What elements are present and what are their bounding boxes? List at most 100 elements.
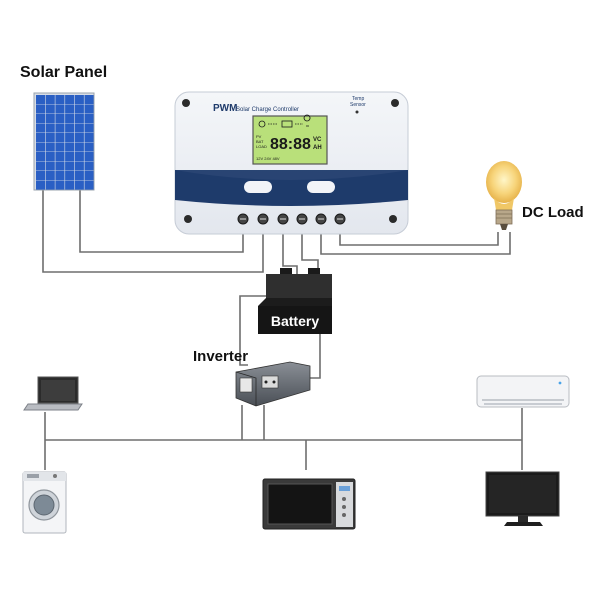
solar-cell bbox=[74, 123, 84, 133]
solar-cell bbox=[55, 114, 65, 124]
temp-sensor-label-2: Sensor bbox=[350, 102, 366, 108]
mount-hole bbox=[184, 215, 192, 223]
solar-cell bbox=[36, 114, 46, 124]
battery-mini-icon bbox=[281, 120, 293, 128]
solar-cell bbox=[36, 123, 46, 133]
solar-cell bbox=[84, 123, 94, 133]
microwave-icon bbox=[262, 478, 356, 530]
lcd-pv: PV bbox=[256, 134, 262, 139]
solar-cell bbox=[74, 161, 84, 171]
dc-load-label: DC Load bbox=[522, 204, 584, 221]
solar-cell bbox=[74, 152, 84, 162]
bulb-mini-icon bbox=[303, 114, 311, 127]
solar-cell bbox=[74, 133, 84, 143]
laptop-icon bbox=[23, 376, 83, 411]
solar-cell bbox=[65, 171, 75, 181]
solar-cell bbox=[65, 95, 75, 105]
solar-panel-label: Solar Panel bbox=[20, 64, 108, 81]
solar-cell bbox=[45, 123, 55, 133]
solar-cell bbox=[55, 104, 65, 114]
solar-cell bbox=[65, 114, 75, 124]
temp-sensor-label: Temp bbox=[352, 96, 364, 102]
battery-icon: Battery bbox=[258, 268, 332, 334]
solar-cell bbox=[84, 180, 94, 190]
lcd-voltages: 12V 24V 48V bbox=[256, 156, 280, 161]
temp-sensor-dot bbox=[355, 110, 359, 114]
solar-cell bbox=[55, 133, 65, 143]
solar-cell bbox=[45, 142, 55, 152]
solar-cell bbox=[55, 180, 65, 190]
wire-battery-a bbox=[282, 222, 298, 280]
solar-cell bbox=[65, 180, 75, 190]
solar-cell bbox=[45, 114, 55, 124]
solar-cell bbox=[36, 152, 46, 162]
solar-cell bbox=[65, 142, 75, 152]
wire-load-a bbox=[320, 222, 511, 255]
solar-cell bbox=[84, 161, 94, 171]
monitor-icon bbox=[485, 471, 560, 526]
washing-machine-icon bbox=[22, 471, 67, 534]
inverter-icon bbox=[235, 361, 311, 407]
lcd-digits: 88:88 bbox=[270, 136, 311, 153]
solar-cell bbox=[36, 142, 46, 152]
solar-cell bbox=[84, 152, 94, 162]
solar-cell bbox=[74, 171, 84, 181]
solar-cell bbox=[65, 104, 75, 114]
solar-cell bbox=[84, 104, 94, 114]
wire-solar-negative bbox=[42, 190, 264, 273]
lcd-unit-bottom: AH bbox=[313, 145, 322, 151]
solar-cell bbox=[45, 104, 55, 114]
solar-cell bbox=[45, 95, 55, 105]
solar-cell bbox=[45, 152, 55, 162]
controller-button-left bbox=[244, 181, 272, 193]
solar-cell bbox=[74, 104, 84, 114]
solar-cell bbox=[36, 133, 46, 143]
solar-cell bbox=[84, 95, 94, 105]
wire-solar-positive bbox=[79, 190, 244, 253]
solar-cell bbox=[74, 114, 84, 124]
lcd-icons bbox=[258, 114, 311, 128]
lcd-load: LOAD bbox=[256, 144, 267, 149]
mount-hole bbox=[391, 99, 399, 107]
solar-cell bbox=[55, 161, 65, 171]
sun-icon bbox=[258, 120, 266, 128]
inverter-label: Inverter bbox=[193, 348, 249, 365]
lcd-unit-top: VC bbox=[313, 137, 322, 143]
solar-cell bbox=[45, 171, 55, 181]
mount-hole bbox=[389, 215, 397, 223]
solar-cell bbox=[65, 123, 75, 133]
solar-cell bbox=[55, 152, 65, 162]
solar-cell bbox=[84, 171, 94, 181]
solar-cell bbox=[45, 161, 55, 171]
controller-button-right bbox=[307, 181, 335, 193]
solar-panel-icon bbox=[33, 92, 95, 191]
solar-cell bbox=[36, 104, 46, 114]
solar-cell bbox=[65, 133, 75, 143]
solar-cell bbox=[55, 123, 65, 133]
solar-cell bbox=[36, 95, 46, 105]
solar-cell bbox=[36, 161, 46, 171]
controller-brand: PWM bbox=[213, 103, 237, 114]
solar-cell bbox=[65, 152, 75, 162]
air-conditioner-icon bbox=[476, 375, 570, 408]
solar-cell bbox=[55, 142, 65, 152]
solar-cell bbox=[55, 171, 65, 181]
solar-cell bbox=[74, 142, 84, 152]
lcd-bat: BAT bbox=[256, 139, 264, 144]
solar-cell bbox=[45, 133, 55, 143]
solar-cell bbox=[84, 114, 94, 124]
solar-cell bbox=[65, 161, 75, 171]
solar-cell bbox=[36, 180, 46, 190]
battery-label: Battery bbox=[271, 313, 319, 329]
bulb-icon bbox=[486, 161, 522, 230]
solar-cell bbox=[36, 171, 46, 181]
solar-cell bbox=[74, 180, 84, 190]
solar-cell bbox=[84, 142, 94, 152]
mount-hole bbox=[182, 99, 190, 107]
charge-controller: PWM Solar Charge Controller Temp Sensor … bbox=[174, 91, 409, 235]
solar-cell bbox=[74, 95, 84, 105]
solar-cell bbox=[84, 133, 94, 143]
solar-cell bbox=[45, 180, 55, 190]
solar-cell bbox=[55, 95, 65, 105]
